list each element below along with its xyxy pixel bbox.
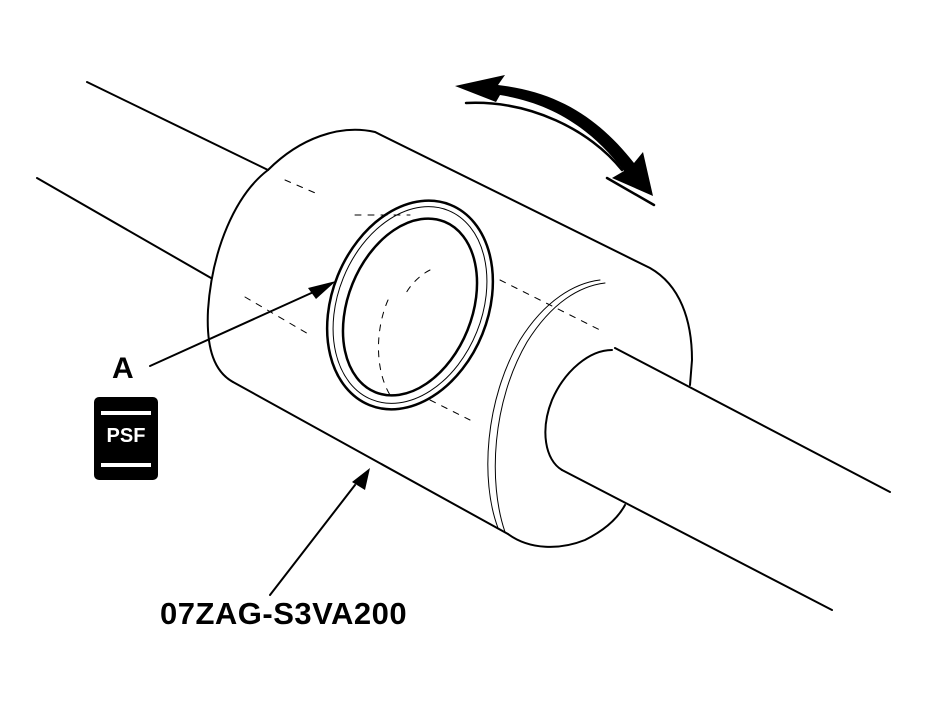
psf-badge-top-bar [101,411,151,415]
tool-right-ring-outer [487,279,601,529]
shaft-bottom-left-line [36,177,212,279]
part-number-leader [269,484,356,596]
tool-right-ring-inner [494,282,606,533]
psf-badge-text: PSF [106,425,146,447]
bushing-middle-ring [332,206,488,404]
shaft-top-left-line [86,81,269,171]
tool-top-edge [267,128,694,386]
callout-a-arrowhead [308,281,336,299]
rotation-arrow-underline [464,101,656,207]
bushing-outer-ring [325,199,495,411]
rack-shaft-top-line [614,347,891,493]
callout-a-label: A [112,352,134,385]
tool-left-face [206,169,269,383]
psf-badge-bottom-bar [101,463,151,467]
psf-fluid-icon: PSF [94,397,158,480]
tool-bottom-edge [232,381,509,535]
part-arrowhead [352,468,370,490]
rack-shaft-bottom-line [561,469,833,611]
bushing-inner-ring [341,217,479,397]
rotation-arrow-icon [455,75,653,196]
callout-a-leader [149,289,319,367]
tool-right-face [507,504,626,548]
rack-shaft-end [544,349,613,471]
hidden-lines [244,179,601,421]
tool-part-number-label: 07ZAG-S3VA200 [160,596,408,631]
